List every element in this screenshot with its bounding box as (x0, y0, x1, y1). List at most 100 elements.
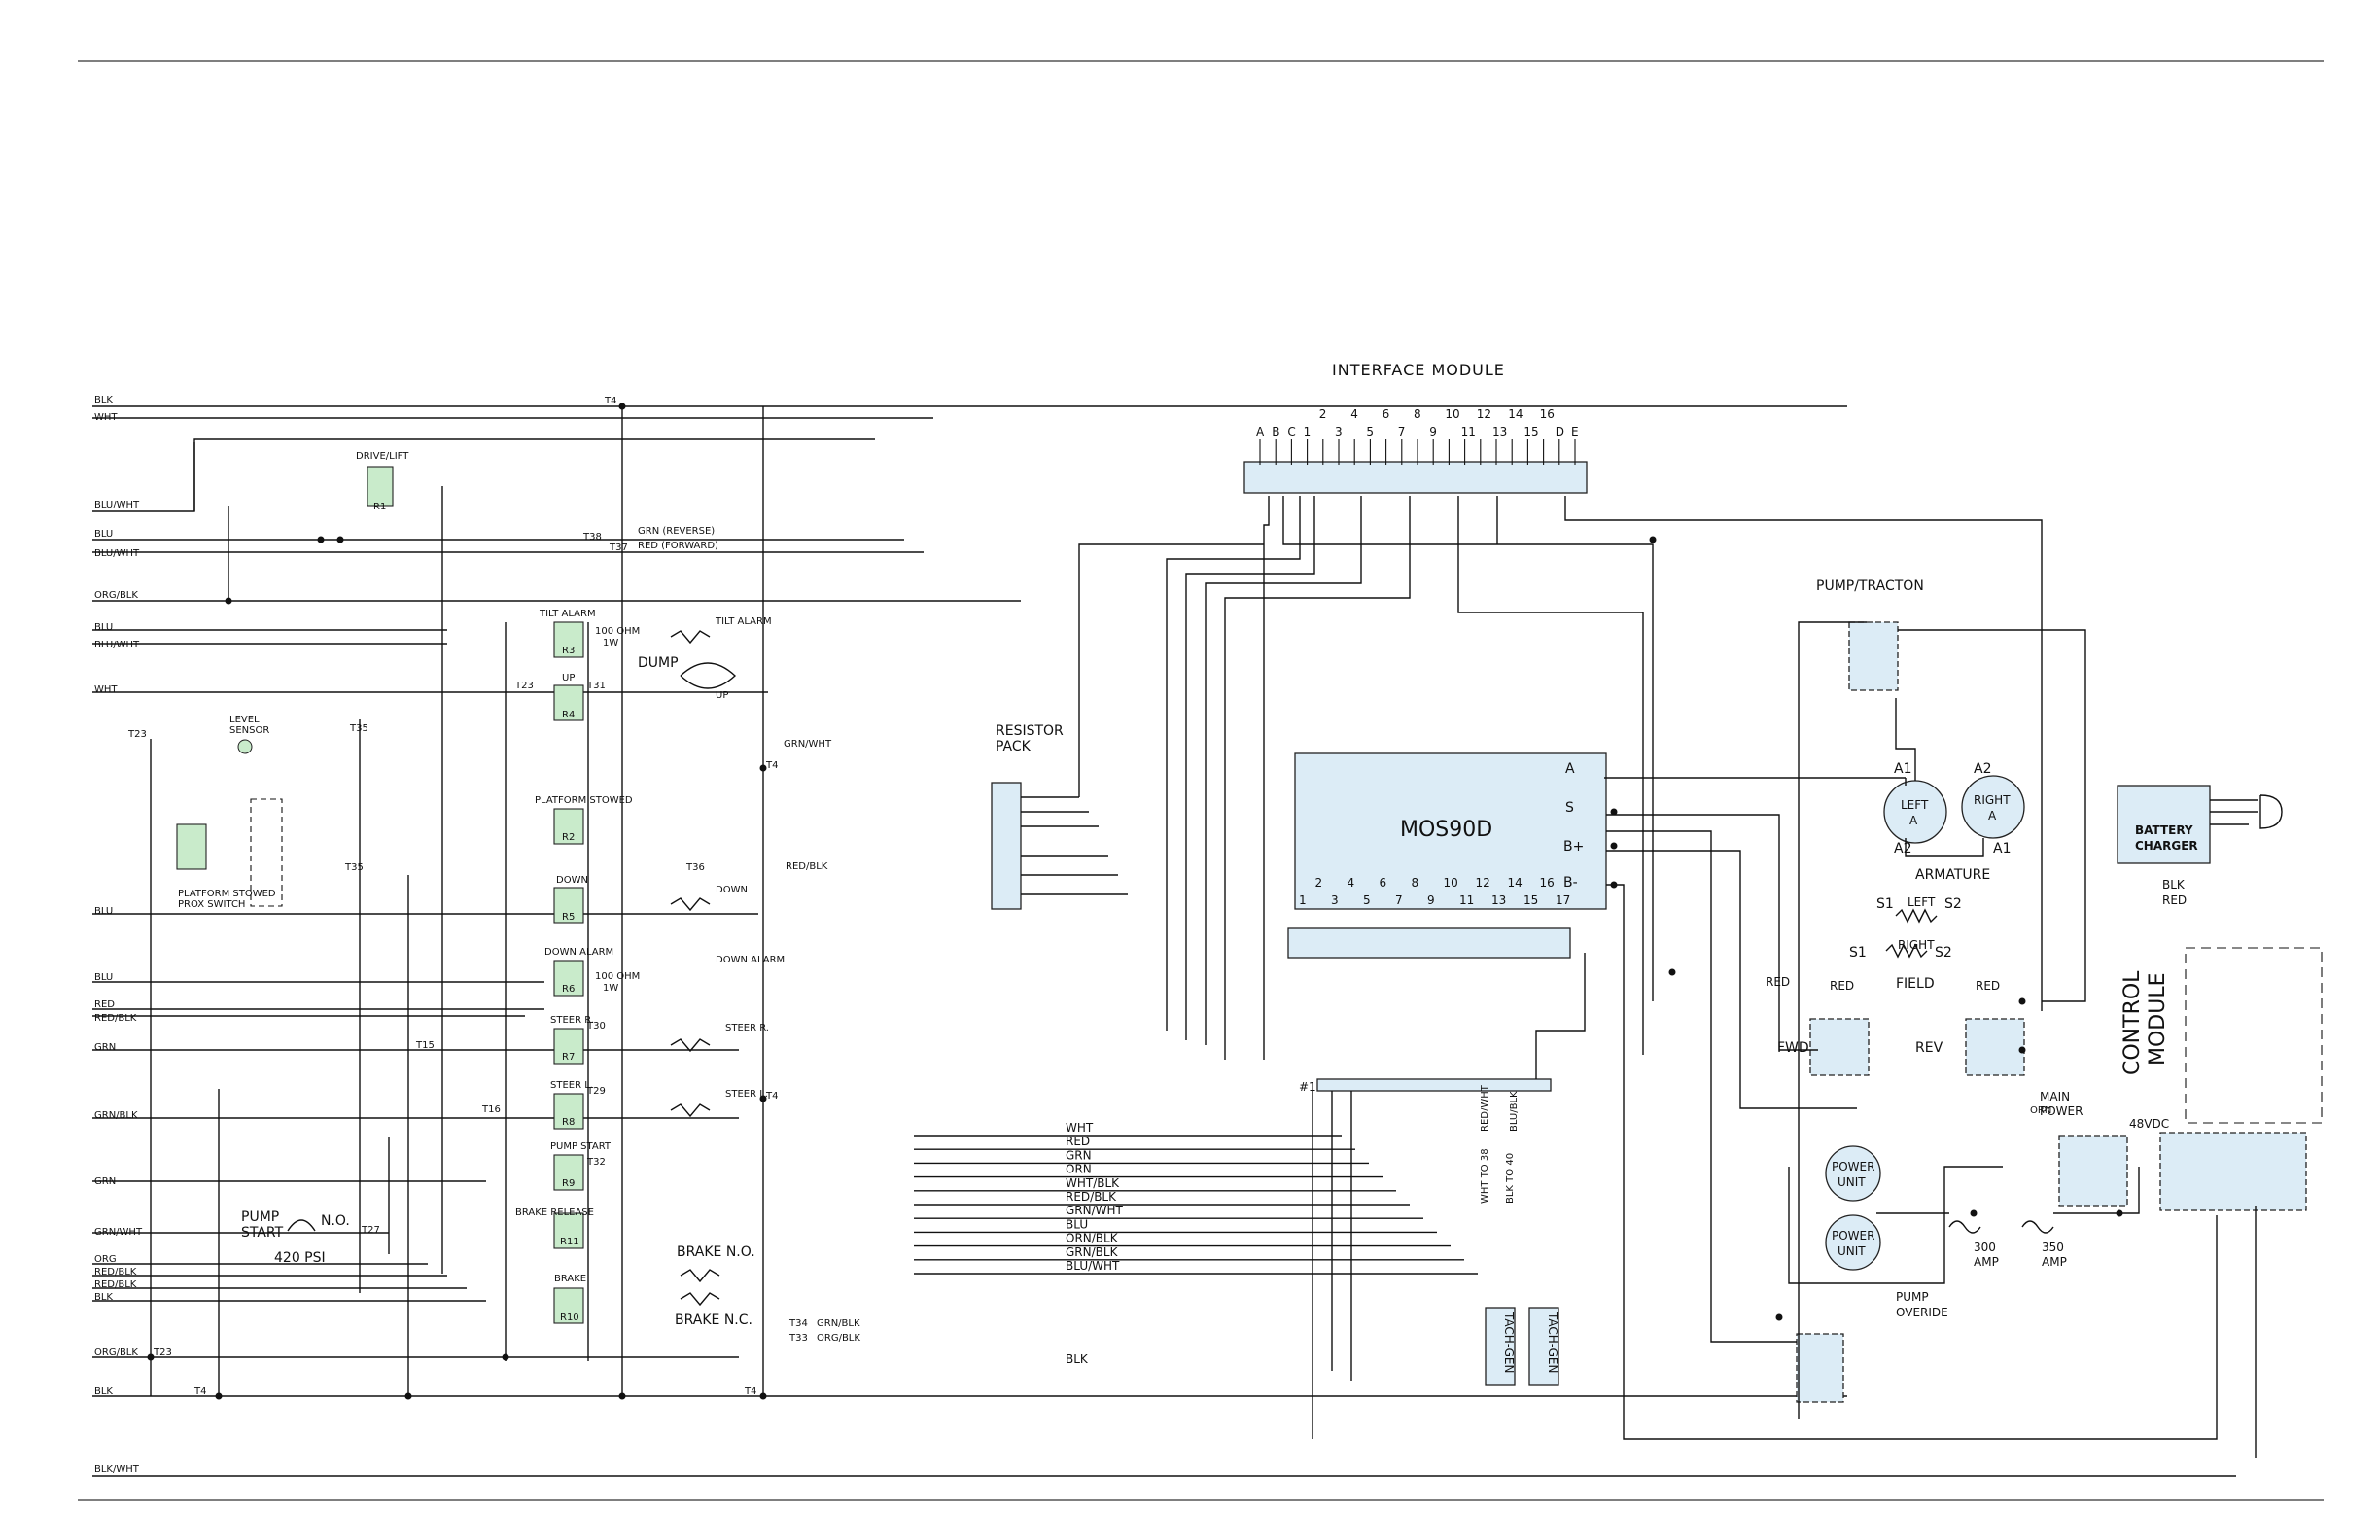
wire-label: BLK (94, 1386, 113, 1397)
resistor-label: 1W (603, 638, 618, 648)
resistor-pack-title: RESISTOR (996, 723, 1064, 739)
terminal-label: T4 (604, 396, 616, 406)
relay-pump-start (553, 1154, 584, 1191)
controller-terminal: A (1565, 761, 1575, 777)
terminal-label: T4 (765, 760, 778, 771)
harness-label: GRN (1066, 1148, 1092, 1162)
harness-label: ORN/BLK (1066, 1232, 1119, 1245)
terminal-label: T35 (349, 723, 368, 734)
resistor-label: 1W (603, 983, 618, 994)
terminal-label: T38 (582, 532, 602, 542)
terminal-label: T23 (514, 681, 534, 691)
power-units: POWER UNIT POWER UNIT (1825, 1145, 1881, 1271)
relay-id: R6 (562, 984, 575, 995)
relay-id: R8 (562, 1117, 575, 1128)
down-alarm-label: DOWN ALARM (716, 955, 785, 965)
controller-pin-label: 12 (1476, 876, 1490, 890)
connector-17: #1 RED/WHT BLU/BLK WHT TO 38 BLK TO 40 (1299, 1078, 1552, 1204)
harness-label: GRN/BLK (1066, 1245, 1119, 1259)
interface-pin-label: E (1571, 425, 1579, 438)
platform-prox-switch (176, 823, 207, 870)
controller-pin-label: 1 (1299, 893, 1307, 907)
terminal-label: T4 (765, 1091, 778, 1102)
relay-drive-lift (367, 466, 394, 507)
fuse-label: 300 (1974, 1241, 1996, 1254)
connector-wire: RED/WHT (1480, 1084, 1490, 1132)
harness-label: GRN/WHT (1066, 1204, 1124, 1217)
terminal-label: T30 (586, 1021, 606, 1032)
wire-label: RED/BLK (94, 1279, 137, 1290)
wire-tag: RED/BLK (786, 861, 828, 872)
terminal-label: T35 (344, 862, 364, 873)
harness-label: RED (1066, 1135, 1090, 1148)
wire-label: BLU/WHT (94, 548, 140, 559)
wire-label: BLU (94, 972, 113, 983)
platform-prox: PLATFORM STOWED PROX SWITCH (178, 798, 283, 910)
pump-start-psi: 420 PSI (274, 1250, 326, 1266)
wire-tag: GRN/WHT (784, 739, 832, 750)
terminal-label: T37 (609, 542, 628, 553)
brake-nc-label: BRAKE N.C. (675, 1312, 752, 1328)
relay-down-alarm (553, 960, 584, 997)
relay-brake-release (553, 1212, 584, 1249)
relay-labels: DRIVE/LIFT R1 TILT ALARM R3 UP R4 PLATFO… (356, 451, 633, 1323)
relay-label: DOWN ALARM (544, 947, 613, 958)
controller-name: MOS90D (1400, 818, 1492, 842)
pump-start-label: PUMP (241, 1209, 279, 1225)
controller-pin-label: 8 (1412, 876, 1419, 890)
controller: MOS90D A S B+ B- 12345678910111213141516… (1287, 752, 1607, 959)
armature-label: ARMATURE (1915, 867, 1990, 883)
battery-charger-label: BATTERY (2135, 823, 2193, 837)
interface-pin-label: A (1256, 425, 1265, 438)
interface-pin-label: 13 (1492, 425, 1507, 438)
tach-gens: TACH-GEN TACH-GEN (1485, 1307, 1559, 1386)
terminal-label: T4 (193, 1386, 206, 1397)
interface-pin-label: 12 (1477, 407, 1491, 421)
controller-terminal: B- (1563, 875, 1578, 891)
control-module-label: MODULE (2146, 973, 2170, 1067)
interface-pin-label: 14 (1508, 407, 1522, 421)
wire-label: GRN (94, 1176, 116, 1187)
power-unit-label: UNIT (1838, 1244, 1866, 1258)
pump-start-no: N.O. (321, 1213, 350, 1229)
field-terminal: S1 (1876, 896, 1894, 912)
wire-tag: GRN (REVERSE) (638, 526, 715, 537)
motor-terminal: A2 (1894, 841, 1911, 857)
power-unit-label: POWER (1832, 1229, 1874, 1242)
harness-blk-label: BLK (1066, 1352, 1089, 1366)
right-motor: A2 RIGHT A A1 (1961, 761, 2025, 857)
motor-terminal: A2 (1974, 761, 1991, 777)
wire-tag: ORN (2030, 1105, 2051, 1116)
pump-traction-title: PUMP/TRACTON (1816, 578, 1924, 594)
wire-label: BLU/WHT (94, 500, 140, 510)
relay-label: PUMP START (550, 1141, 612, 1152)
relay-label: DOWN (556, 875, 588, 886)
motor-label: A (1988, 809, 1997, 822)
relay-label: UP (562, 673, 575, 683)
relay-id: R5 (562, 912, 575, 923)
terminal-label: T36 (685, 862, 705, 873)
pump-override-label: PUMP (1896, 1290, 1929, 1304)
fuse-label: AMP (1974, 1255, 1999, 1269)
relay-label: BRAKE (554, 1274, 586, 1284)
wire-tag: RED (FORWARD) (638, 541, 718, 551)
wire-label: RED/BLK (94, 1267, 137, 1278)
relay-label: DRIVE/LIFT (356, 451, 409, 462)
wire-label: GRN (94, 1042, 116, 1053)
wire-label: ORG/BLK (94, 1348, 138, 1358)
harness-label: WHT (1066, 1121, 1094, 1135)
harness-label: WHT/BLK (1066, 1176, 1120, 1190)
controller-pin-label: 4 (1348, 876, 1355, 890)
control-module: CONTROL MODULE 48VDC (2120, 947, 2323, 1211)
wire-label: BLK (94, 395, 113, 405)
field-label: RIGHT (1898, 938, 1935, 952)
wire-label: ORG/BLK (94, 590, 138, 601)
rev-contactor: REV RED ORN (1915, 979, 2051, 1116)
field-title: FIELD (1896, 976, 1935, 992)
main-power-label: POWER (2040, 1104, 2082, 1118)
wire-label: BLK/WHT (94, 1464, 140, 1475)
controller-pin-label: 6 (1380, 876, 1387, 890)
resistor-label: 100 OHM (595, 626, 640, 637)
